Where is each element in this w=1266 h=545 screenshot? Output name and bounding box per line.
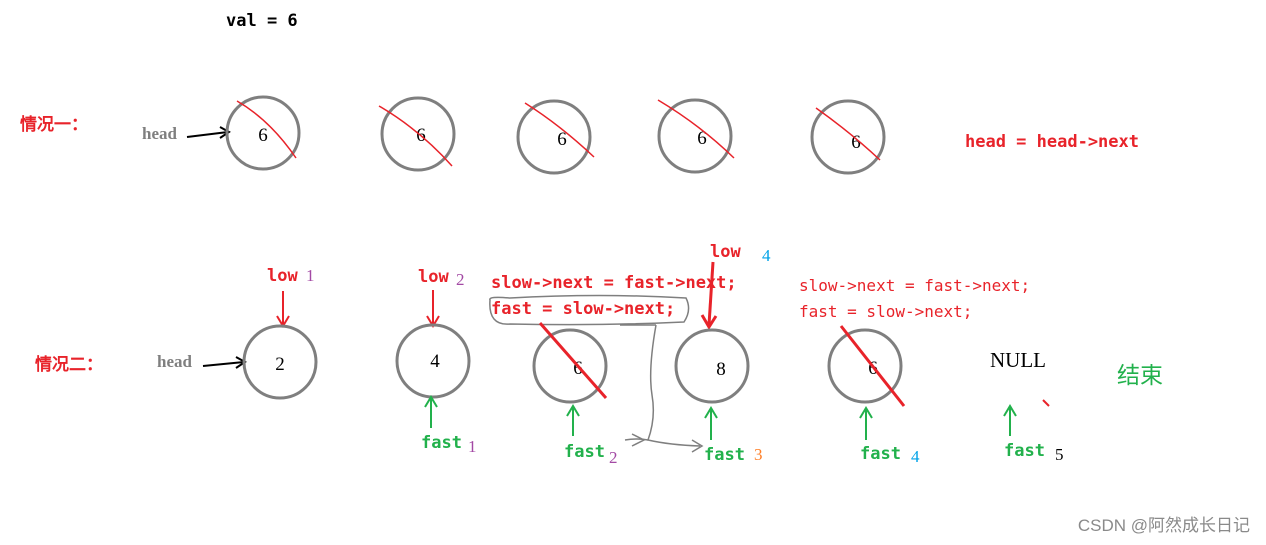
connector-line [620,324,701,447]
case2-node-3-value: 6 [573,358,583,379]
case1-node-1-value: 6 [258,125,268,146]
fast-2-label: fast [564,442,605,462]
case2-node-2: 4 [395,323,471,399]
case1-node-5: 6 [810,99,886,175]
case2-node-4: 8 [674,328,750,404]
case1-label: 情况一： [20,114,88,134]
fast-1-num: 1 [468,437,477,456]
case1-node-1-strike [236,100,297,159]
case1-code: head = head->next [965,132,1139,152]
low-2-num: 2 [456,270,465,289]
case1-node-3-value: 6 [557,129,567,150]
fast-5-num: 5 [1055,445,1064,464]
case2-node-1: 2 [242,324,318,400]
connector-left-arrowhead [631,433,646,447]
case1-node-2-strike [378,105,453,167]
case1-node-3: 6 [516,99,595,175]
fast-2-num: 2 [609,448,618,467]
fast-3-label: fast [704,445,745,465]
connector-arrowhead [691,439,704,453]
case1-node-4: 6 [657,98,735,174]
low-4-label: low [710,242,741,262]
end-label: 结束 [1117,362,1163,388]
case1-node-4-strike [657,99,735,159]
fast-3-arrowhead [704,406,718,419]
case2-head-label: head [157,352,193,371]
fast-5-arrowhead [1003,404,1017,417]
fast-3-num: 3 [754,445,763,464]
fast-4-num: 4 [911,447,920,466]
low-1-num: 1 [306,266,315,285]
low-2-label: low [418,267,449,287]
case2-node-3: 6 [532,322,608,404]
case2-node-5: 6 [827,325,906,407]
case1-node-1: 6 [225,95,301,171]
case1-node-2: 6 [378,96,456,172]
case1-head-arrow [186,131,229,138]
code1-line1: slow->next = fast->next; [491,273,737,293]
case2-head-arrow [202,361,245,367]
case2-node-4-value: 8 [716,359,726,380]
case2-node-5-strike [839,325,906,407]
fast-2-arrowhead [566,404,580,417]
code2-line1: slow->next = fast->next; [799,276,1030,295]
fast-1-arrowhead [424,395,438,408]
case2-label: 情况二： [35,354,103,374]
case1-node-5-value: 6 [851,132,861,153]
case1-head-label: head [142,124,178,143]
fast-4-label: fast [860,444,901,464]
case1-head-arrowhead [219,126,231,139]
case2-node-1-value: 2 [275,354,285,375]
case1-node-5-strike [815,107,881,161]
low-1-label: low [267,266,298,286]
fast-5-label: fast [1004,441,1045,461]
watermark: CSDN @阿然成长日记 [1078,516,1250,535]
fast-4-arrowhead [859,406,873,419]
connector-left-tick [624,438,649,441]
case1-node-3-strike [524,102,595,158]
null-label: NULL [990,348,1046,372]
low-4-num: 4 [762,246,771,265]
low-4-arrowhead [700,314,718,330]
val-label: val = 6 [226,11,298,31]
fast-1-label: fast [421,433,462,453]
code2-line2: fast = slow->next; [799,302,972,321]
code1-highlight [489,294,690,326]
stray-mark [1042,399,1050,407]
low-4-arrow [707,261,715,326]
case2-node-3-strike [538,322,608,399]
code1-line2: fast = slow->next; [491,299,675,319]
case2-node-2-value: 4 [430,351,440,372]
case1-node-4-value: 6 [697,128,707,149]
